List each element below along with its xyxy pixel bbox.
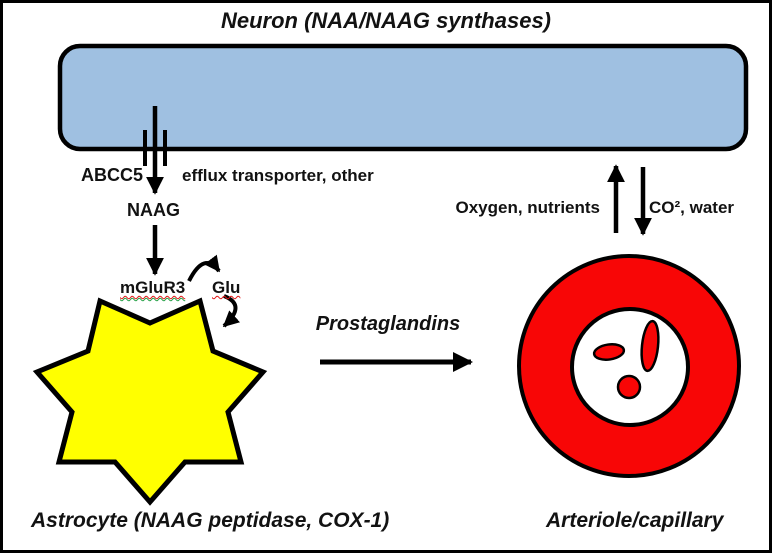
astrocyte-caption: Astrocyte (NAAG peptidase, COX-1): [31, 509, 390, 532]
neuron-title: Neuron (NAA/NAAG synthases): [220, 8, 552, 33]
red-blood-cell-2: [640, 319, 660, 373]
glu-uptake-arrow: [222, 294, 241, 328]
naag-to-glu-conversion-arrow: [187, 254, 221, 282]
arteriole-lumen-shape: [570, 307, 690, 427]
neuron-membrane-shape: [57, 43, 749, 152]
efflux-transporter-label: efflux transporter, other: [182, 166, 374, 185]
red-blood-cell-3: [616, 374, 642, 400]
co2-water-label: CO², water: [649, 198, 735, 217]
diagram-shapes: [32, 43, 749, 506]
abcc5-label: ABCC5: [81, 165, 144, 185]
astrocyte-shape: [32, 297, 268, 506]
red-blood-cell-1: [592, 343, 626, 361]
mglur3-label: mGluR3: [120, 278, 186, 298]
oxygen-nutrients-label: Oxygen, nutrients: [455, 198, 600, 217]
mglur3-spellcheck-underline: mGluR3: [120, 278, 186, 297]
naag-label: NAAG: [127, 200, 180, 220]
arteriole-caption: Arteriole/capillary: [546, 509, 724, 532]
prostaglandins-label: Prostaglandins: [315, 313, 461, 335]
glu-label: Glu: [212, 278, 241, 297]
